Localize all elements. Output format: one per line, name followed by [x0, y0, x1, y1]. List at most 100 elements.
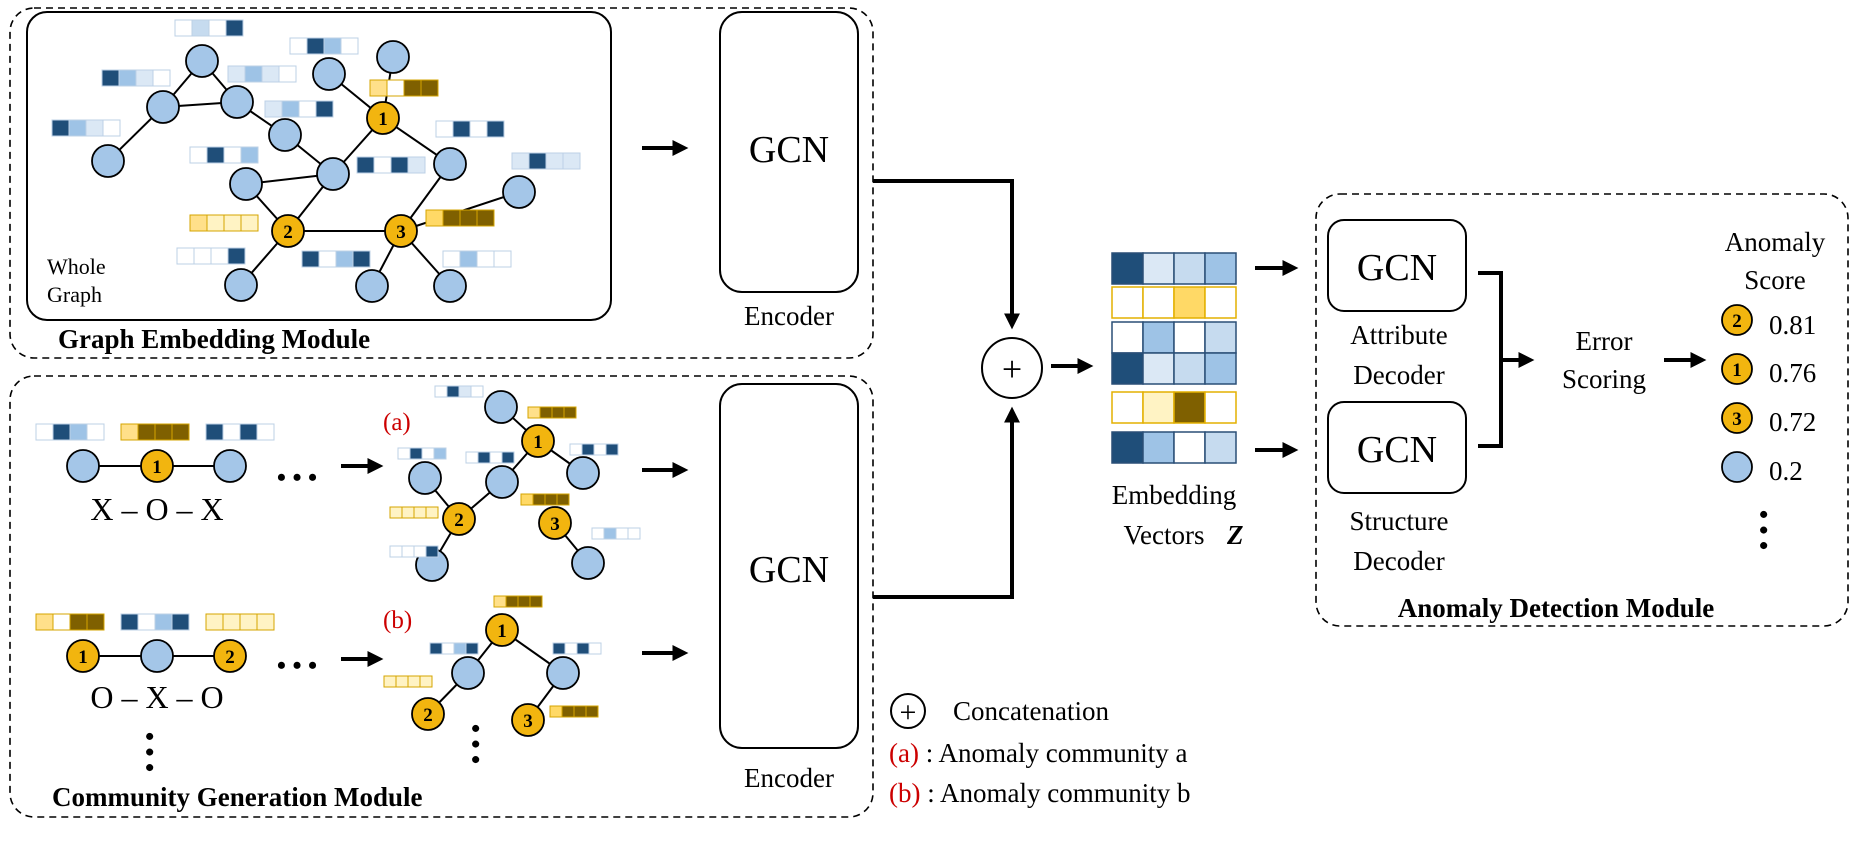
score-value-3: 0.72 [1769, 407, 1816, 437]
embedding-label-line1: Embedding [1112, 480, 1236, 510]
whole-graph-label-line2: Graph [47, 282, 102, 307]
legend-concat-text: Concatenation [953, 696, 1109, 726]
encoder-bottom-caption: Encoder [744, 763, 834, 793]
community-a-node-1-label: 1 [533, 432, 543, 453]
graph-anomaly-feature-bars [189, 79, 495, 232]
legend-b-text: : Anomaly community b [920, 778, 1190, 808]
ellipsis-a: • • • [277, 463, 317, 492]
score-value-2: 0.76 [1769, 358, 1816, 388]
graph-node-1-label: 1 [378, 109, 388, 130]
community-b-nodes [451, 656, 580, 690]
score-node-2 [1721, 304, 1753, 336]
structure-decoder-gcn-label: GCN [1357, 429, 1437, 471]
pattern-b-bars [120, 613, 190, 631]
score-node-1 [1721, 353, 1753, 385]
connector-top-to-concat [873, 179, 1020, 330]
anomaly-module-border [1315, 193, 1849, 627]
community-b-node-3-label: 3 [523, 711, 533, 732]
pattern-b-anomaly-bars [35, 613, 275, 631]
structure-decoder-label-line2: Decoder [1353, 546, 1444, 576]
pattern-a-node-left [66, 449, 100, 483]
encoder-bottom-box [719, 383, 859, 749]
score-node-2-label: 2 [1732, 311, 1742, 332]
score-node-1-label: 1 [1732, 360, 1742, 381]
attribute-decoder-label-line1: Attribute [1350, 320, 1447, 350]
anomaly-score-title-line1: Anomaly [1725, 227, 1826, 257]
community-b-anomaly-nodes [411, 613, 545, 737]
concat-symbol [981, 337, 1043, 399]
pattern-a-node-right [213, 449, 247, 483]
decoder-merge-bracket [1478, 271, 1503, 448]
structure-decoder-box [1327, 401, 1467, 494]
error-scoring-line2: Scoring [1562, 364, 1646, 394]
structure-decoder-label-line1: Structure [1350, 506, 1449, 536]
community-module-title: Community Generation Module [52, 782, 423, 812]
legend-concat-symbol [890, 693, 926, 729]
whole-graph-label-line1: Whole [47, 254, 106, 279]
community-b-bars [429, 642, 602, 655]
embedding-label-line2: Vectors [1124, 520, 1205, 550]
graph-node-2-label: 2 [283, 222, 293, 243]
legend-a-text: : Anomaly community a [919, 738, 1187, 768]
encoder-top-gcn-label: GCN [749, 129, 829, 171]
encoder-top-box [719, 11, 859, 293]
pattern-b-node-left [66, 639, 100, 673]
encoder-top-caption: Encoder [744, 301, 834, 331]
score-node-normal [1721, 451, 1753, 483]
pattern-b-node-center [140, 639, 174, 673]
legend-concat-plus: + [900, 696, 917, 729]
pattern-b-node-left-label: 1 [78, 647, 88, 668]
legend-a: (a) : Anomaly community a [889, 738, 1187, 768]
community-a-nodes [408, 390, 605, 582]
attribute-decoder-box [1327, 219, 1467, 312]
legend-a-tag: (a) [889, 738, 919, 768]
pattern-b-node-right [213, 639, 247, 673]
anomaly-module-title: Anomaly Detection Module [1398, 593, 1714, 623]
community-a-anomaly-nodes [442, 424, 572, 540]
legend-b-tag: (b) [889, 778, 920, 808]
community-a-anomaly-bars [389, 406, 577, 519]
whole-graph-box [26, 11, 612, 321]
attribute-decoder-label-line2: Decoder [1353, 360, 1444, 390]
community-a-bars [389, 385, 641, 558]
pattern-b-node-right-label: 2 [225, 647, 235, 668]
graph-nodes [91, 40, 536, 303]
connector-bottom-to-concat [873, 406, 1020, 599]
embedding-matrix [1111, 252, 1237, 464]
vertical-ellipsis-scores: • • • [1749, 510, 1778, 550]
score-value-4: 0.2 [1769, 456, 1803, 486]
graph-feature-bars [51, 19, 581, 268]
pattern-a-text: X – O – X [90, 491, 223, 527]
score-value-1: 0.81 [1769, 310, 1816, 340]
graph-module-title: Graph Embedding Module [58, 324, 370, 354]
pattern-a-bars [35, 423, 275, 441]
anomaly-score-title-line2: Score [1744, 265, 1805, 295]
pattern-a-anomaly-bar [120, 423, 190, 441]
community-b-anomaly-bars [383, 595, 599, 718]
community-b-label: (b) [383, 607, 412, 634]
embedding-symbol: Z [1226, 520, 1244, 550]
pattern-a-node-center-label: 1 [152, 457, 162, 478]
community-a-label: (a) [383, 409, 411, 436]
error-scoring-line1: Error [1576, 326, 1633, 356]
score-node-3-label: 3 [1732, 409, 1742, 430]
community-b-node-2-label: 2 [423, 705, 433, 726]
pattern-a-node-center [140, 449, 174, 483]
legend-b: (b) : Anomaly community b [889, 778, 1190, 808]
graph-module-border [9, 7, 874, 359]
community-a-node-3-label: 3 [550, 514, 560, 535]
attribute-decoder-gcn-label: GCN [1357, 247, 1437, 289]
concat-plus: + [1002, 349, 1022, 389]
encoder-bottom-gcn-label: GCN [749, 549, 829, 591]
score-node-3 [1721, 402, 1753, 434]
pattern-b-text: O – X – O [90, 679, 223, 715]
ellipsis-b: • • • [277, 651, 317, 680]
community-a-node-2-label: 2 [454, 510, 464, 531]
vertical-ellipsis-mid: • • • [461, 724, 490, 764]
vertical-ellipsis-left: • • • [135, 732, 164, 772]
community-b-node-1-label: 1 [497, 621, 507, 642]
graph-node-3-label: 3 [396, 222, 406, 243]
graph-anomaly-nodes [271, 101, 418, 248]
